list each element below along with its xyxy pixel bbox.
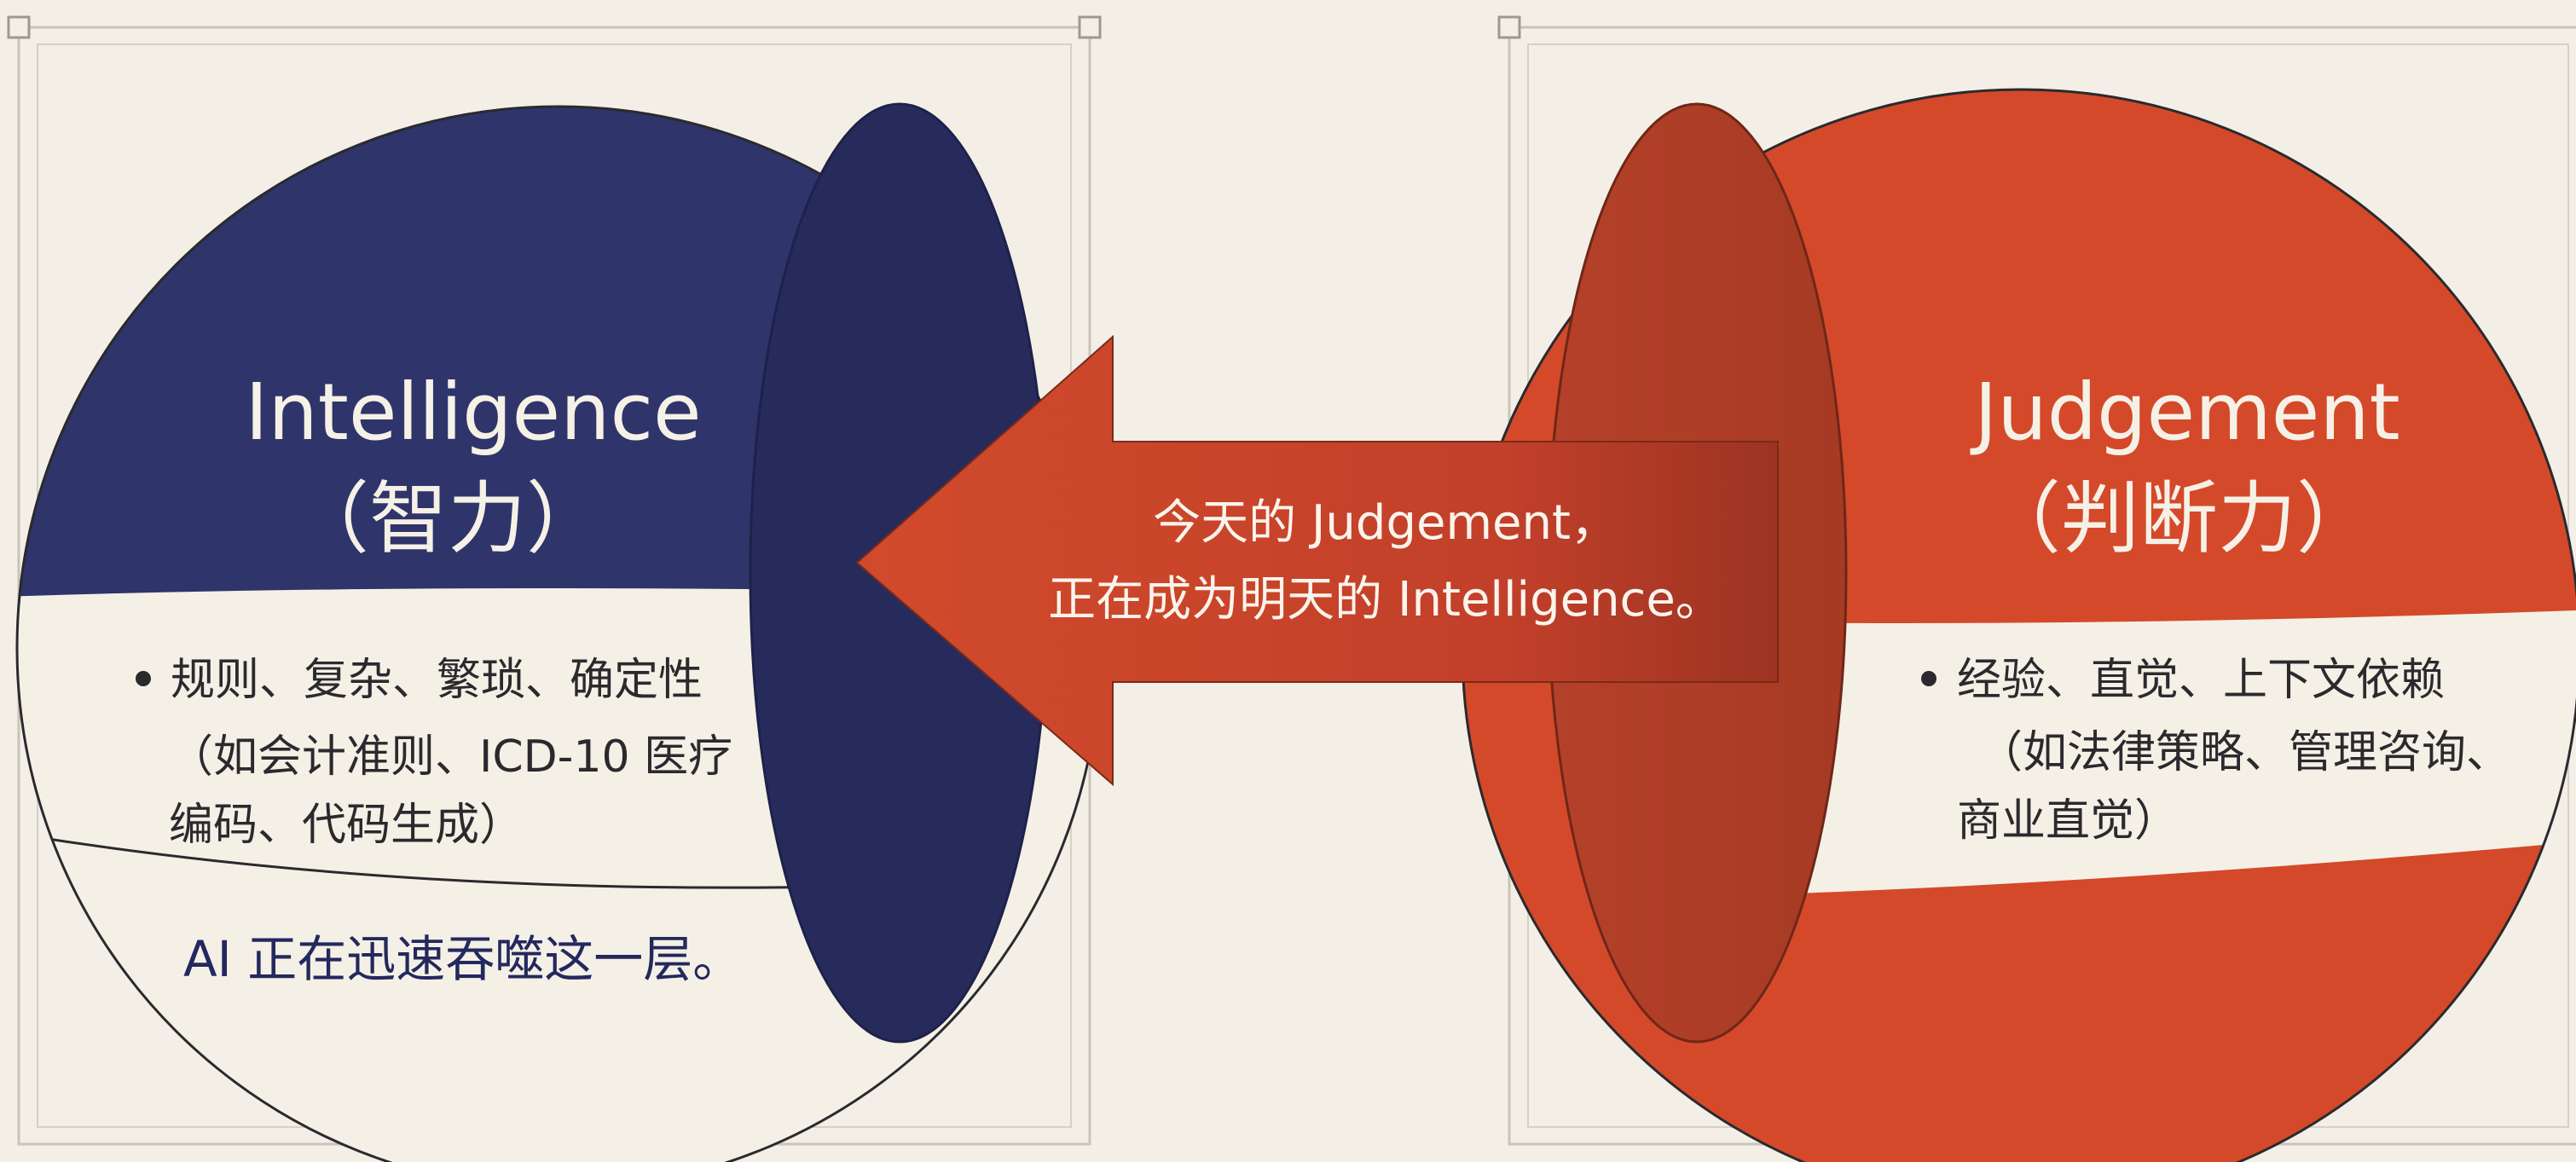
frame-handle[interactable]	[1078, 15, 1102, 39]
left-title: Intelligence	[245, 367, 701, 458]
left-note: AI 正在迅速吞噬这一层。	[183, 930, 742, 988]
frame-handle[interactable]	[7, 15, 31, 39]
left-bullet-dot	[136, 671, 151, 686]
band-line	[17, 830, 836, 889]
right-bullet-text: 经验、直觉、上下文依赖	[1957, 655, 2445, 706]
left-bullet-text: 规则、复杂、繁琐、确定性	[171, 655, 703, 706]
left-detail-line: 编码、代码生成）	[169, 800, 524, 851]
left-detail-line: （如会计准则、ICD-10 医疗	[169, 731, 732, 783]
transition-arrow	[855, 334, 1779, 787]
right-detail-line: （如法律策略、管理咨询、	[1978, 727, 2510, 778]
right-subtitle: （判断力）	[1983, 473, 2375, 564]
left-subtitle: （智力）	[291, 473, 605, 564]
arrow-caption-line: 正在成为明天的 Intelligence。	[1048, 572, 1723, 627]
arrow-caption-line: 今天的 Judgement，	[1153, 495, 1618, 551]
right-title: Judgement	[1970, 367, 2399, 458]
right-detail-line: 商业直觉）	[1957, 795, 2179, 847]
right-band	[1748, 610, 2576, 895]
frame-handle[interactable]	[1497, 15, 1521, 39]
right-bullet-dot	[1921, 671, 1936, 686]
